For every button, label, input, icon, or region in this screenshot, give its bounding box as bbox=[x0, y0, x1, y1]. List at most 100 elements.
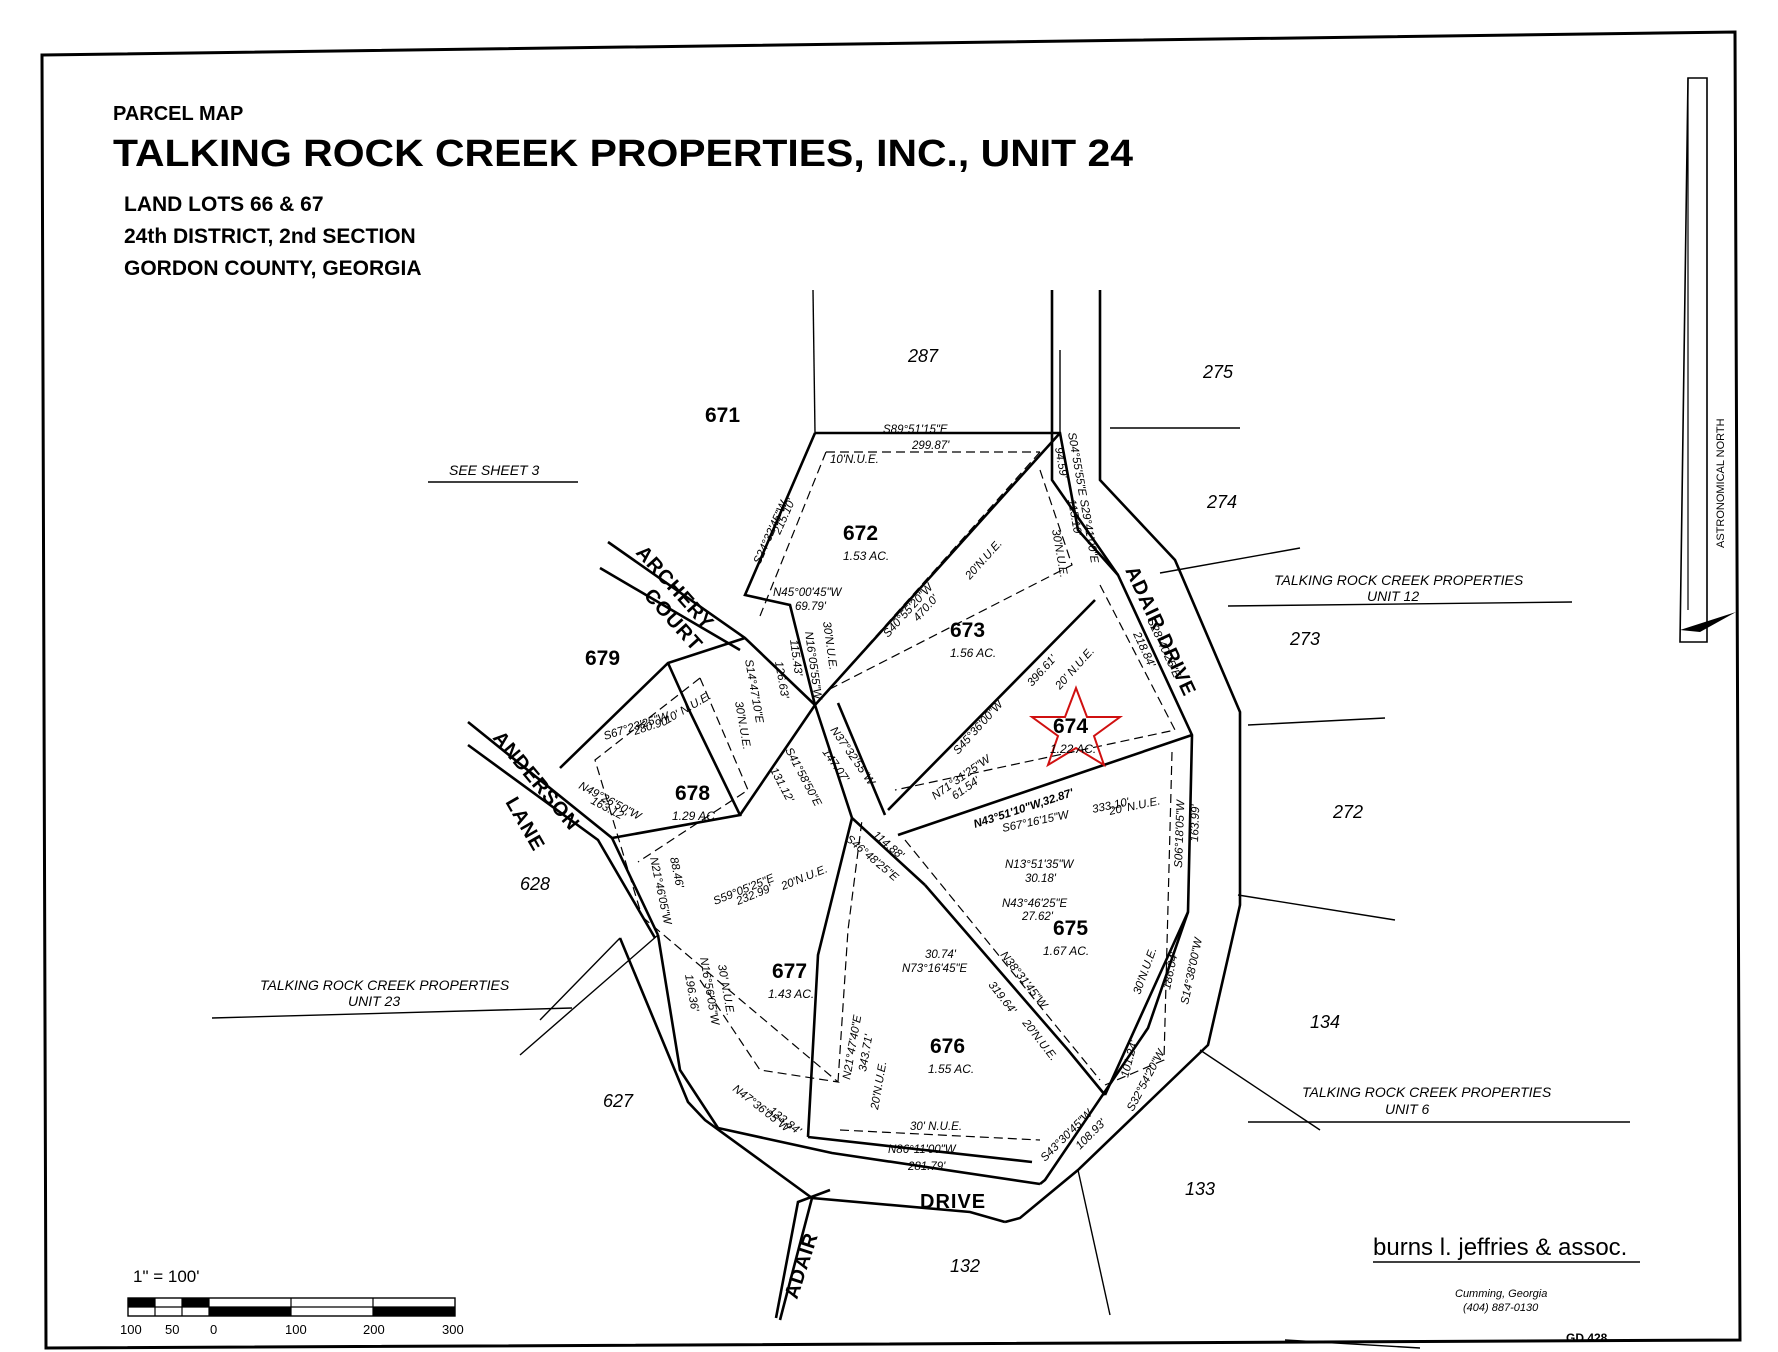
easement-lines bbox=[594, 451, 1176, 1141]
distance: 88.46' bbox=[667, 856, 685, 890]
easement-note: 30'N.U.E. bbox=[1132, 946, 1160, 996]
firm-name: burns l. jeffries & assoc. bbox=[1373, 1234, 1627, 1261]
neighbor-lot: 133 bbox=[1185, 1179, 1215, 1199]
lot-acreage: 1.43 AC. bbox=[768, 987, 814, 1001]
adjacent-unit-number: UNIT 12 bbox=[1367, 588, 1419, 604]
lot-number: 673 bbox=[950, 619, 985, 642]
map-label: PARCEL MAP bbox=[113, 103, 243, 125]
distance: 319.64' bbox=[986, 979, 1019, 1016]
lot-label-674[interactable]: 674 1.22 AC. bbox=[1050, 715, 1096, 756]
bearing: S89°51'15"E bbox=[883, 424, 948, 436]
distance: 281.79' bbox=[907, 1161, 946, 1173]
neighbor-lot: 275 bbox=[1202, 362, 1234, 382]
adjacent-unit-name: TALKING ROCK CREEK PROPERTIES bbox=[1302, 1084, 1552, 1100]
neighbor-lot: 274 bbox=[1206, 492, 1237, 512]
district-line: 24th DISTRICT, 2nd SECTION bbox=[124, 225, 416, 248]
distance: 115.43' bbox=[787, 639, 804, 678]
lot-label-673[interactable]: 673 1.56 AC. bbox=[950, 619, 996, 660]
distance: 126.63' bbox=[772, 660, 790, 700]
easement-note: 20'N.U.E. bbox=[1019, 1017, 1059, 1064]
lot-label-672[interactable]: 672 1.53 AC. bbox=[843, 522, 889, 563]
easement-note: 30'N.U.E. bbox=[732, 700, 752, 750]
land-lots-line: LAND LOTS 66 & 67 bbox=[124, 193, 324, 216]
lot-acreage: 1.56 AC. bbox=[950, 646, 996, 660]
distance: 30.74' bbox=[925, 949, 957, 961]
lot-acreage: 1.53 AC. bbox=[843, 549, 889, 563]
lot-number: 674 bbox=[1053, 715, 1088, 738]
adjacent-unit-6: TALKING ROCK CREEK PROPERTIES UNIT 6 bbox=[1248, 1084, 1630, 1123]
easement-note: 20'N.U.E. bbox=[963, 538, 1005, 583]
neighbor-lot: 132 bbox=[950, 1256, 980, 1276]
neighbor-lot: 627 bbox=[603, 1091, 634, 1111]
neighbor-lot: 273 bbox=[1289, 629, 1320, 649]
distance: 163.99' bbox=[1189, 804, 1202, 843]
lot-acreage: 1.22 AC. bbox=[1050, 742, 1096, 756]
lot-acreage: 1.29 AC. bbox=[672, 809, 718, 823]
scale-tick: 100 bbox=[120, 1322, 142, 1337]
bearing: S04°55'55"E bbox=[1065, 431, 1088, 497]
neighbor-lot: 134 bbox=[1310, 1012, 1340, 1032]
distance: 27.62' bbox=[1021, 911, 1054, 923]
bearing: N73°16'45"E bbox=[902, 963, 968, 975]
bearing: S06°18'05"W bbox=[1173, 799, 1187, 868]
scale-bar: 1" = 100' 100 50 0 100 200 300 bbox=[120, 1267, 464, 1337]
easement-note: 20' N.U.E. bbox=[1053, 645, 1097, 692]
lot-label-676[interactable]: 676 1.55 AC. bbox=[928, 1035, 974, 1076]
adjacent-unit-name: TALKING ROCK CREEK PROPERTIES bbox=[1274, 572, 1524, 588]
lot-number: 678 bbox=[675, 782, 710, 805]
neighbor-lot: 628 bbox=[520, 874, 550, 894]
distance: 94.59' bbox=[1052, 446, 1069, 479]
neighbor-lot: 272 bbox=[1332, 802, 1363, 822]
road-label-anderson: ANDERSON bbox=[488, 727, 584, 835]
lot-number: 676 bbox=[930, 1035, 965, 1058]
adjacent-unit-12: TALKING ROCK CREEK PROPERTIES UNIT 12 bbox=[1227, 572, 1573, 607]
easement-note: 10'N.U.E. bbox=[830, 454, 879, 466]
lot-acreage: 1.67 AC. bbox=[1043, 944, 1089, 958]
neighbor-lot: 679 bbox=[585, 647, 620, 670]
lot-label-675[interactable]: 675 1.67 AC. bbox=[1043, 917, 1089, 958]
lot-label-677[interactable]: 677 1.43 AC. bbox=[768, 960, 814, 1001]
distance: 186.04' bbox=[1161, 951, 1181, 991]
easement-note: 30'N.U.E. bbox=[820, 621, 839, 671]
map-title: TALKING ROCK CREEK PROPERTIES, INC., UNI… bbox=[113, 133, 1133, 175]
adjacent-unit-number: UNIT 6 bbox=[1385, 1101, 1430, 1117]
bearing: N13°51'35"W bbox=[1005, 859, 1075, 871]
road-label-drive: DRIVE bbox=[920, 1191, 986, 1213]
county-line: GORDON COUNTY, GEORGIA bbox=[124, 257, 422, 280]
lot-acreage: 1.55 AC. bbox=[928, 1062, 974, 1076]
north-label: ASTRONOMICAL NORTH bbox=[1715, 418, 1727, 548]
easement-note: 30' N.U.E. bbox=[910, 1121, 962, 1133]
neighbor-lot: 671 bbox=[705, 404, 740, 427]
scale-label: 1" = 100' bbox=[133, 1267, 199, 1286]
bearing: N86°11'00"W bbox=[888, 1144, 957, 1156]
lot-number: 675 bbox=[1053, 917, 1088, 940]
map-border bbox=[40, 30, 1742, 1350]
easement-note: 30'N.U.E. bbox=[1049, 528, 1069, 578]
see-sheet-note: SEE SHEET 3 bbox=[449, 462, 539, 478]
adjacent-unit-number: UNIT 23 bbox=[348, 993, 400, 1009]
neighbor-lines bbox=[519, 289, 1421, 1349]
surveyor-block: burns l. jeffries & assoc. Cumming, Geor… bbox=[1373, 1234, 1640, 1345]
scale-tick: 100 bbox=[285, 1322, 307, 1337]
adjacent-unit-23: TALKING ROCK CREEK PROPERTIES UNIT 23 bbox=[211, 977, 573, 1019]
distance: 69.79' bbox=[795, 601, 827, 613]
lot-label-678[interactable]: 678 1.29 AC. bbox=[672, 782, 718, 823]
firm-city: Cumming, Georgia bbox=[1455, 1288, 1547, 1300]
distance: 131.12' bbox=[767, 766, 796, 805]
scale-tick: 200 bbox=[363, 1322, 385, 1337]
easement-note: 20'N.U.E. bbox=[869, 1060, 889, 1111]
bearing: S45°36'00"W bbox=[951, 698, 1006, 757]
bearing: N43°46'25"E bbox=[1002, 898, 1068, 910]
adjacent-unit-name: TALKING ROCK CREEK PROPERTIES bbox=[260, 977, 510, 993]
scale-tick: 50 bbox=[165, 1322, 179, 1337]
north-arrow: ASTRONOMICAL NORTH bbox=[1679, 77, 1736, 643]
distance: 196.36' bbox=[682, 973, 700, 1013]
scale-tick: 300 bbox=[442, 1322, 464, 1337]
star-marker-icon bbox=[1028, 685, 1124, 768]
distance: 30.18' bbox=[1025, 873, 1057, 885]
bearing: N45°00'45"W bbox=[773, 587, 843, 599]
sheet-id: GD 428 bbox=[1566, 1331, 1608, 1345]
neighbor-lot: 287 bbox=[907, 346, 939, 366]
easement-note: 10' N.U.E. bbox=[663, 690, 714, 726]
